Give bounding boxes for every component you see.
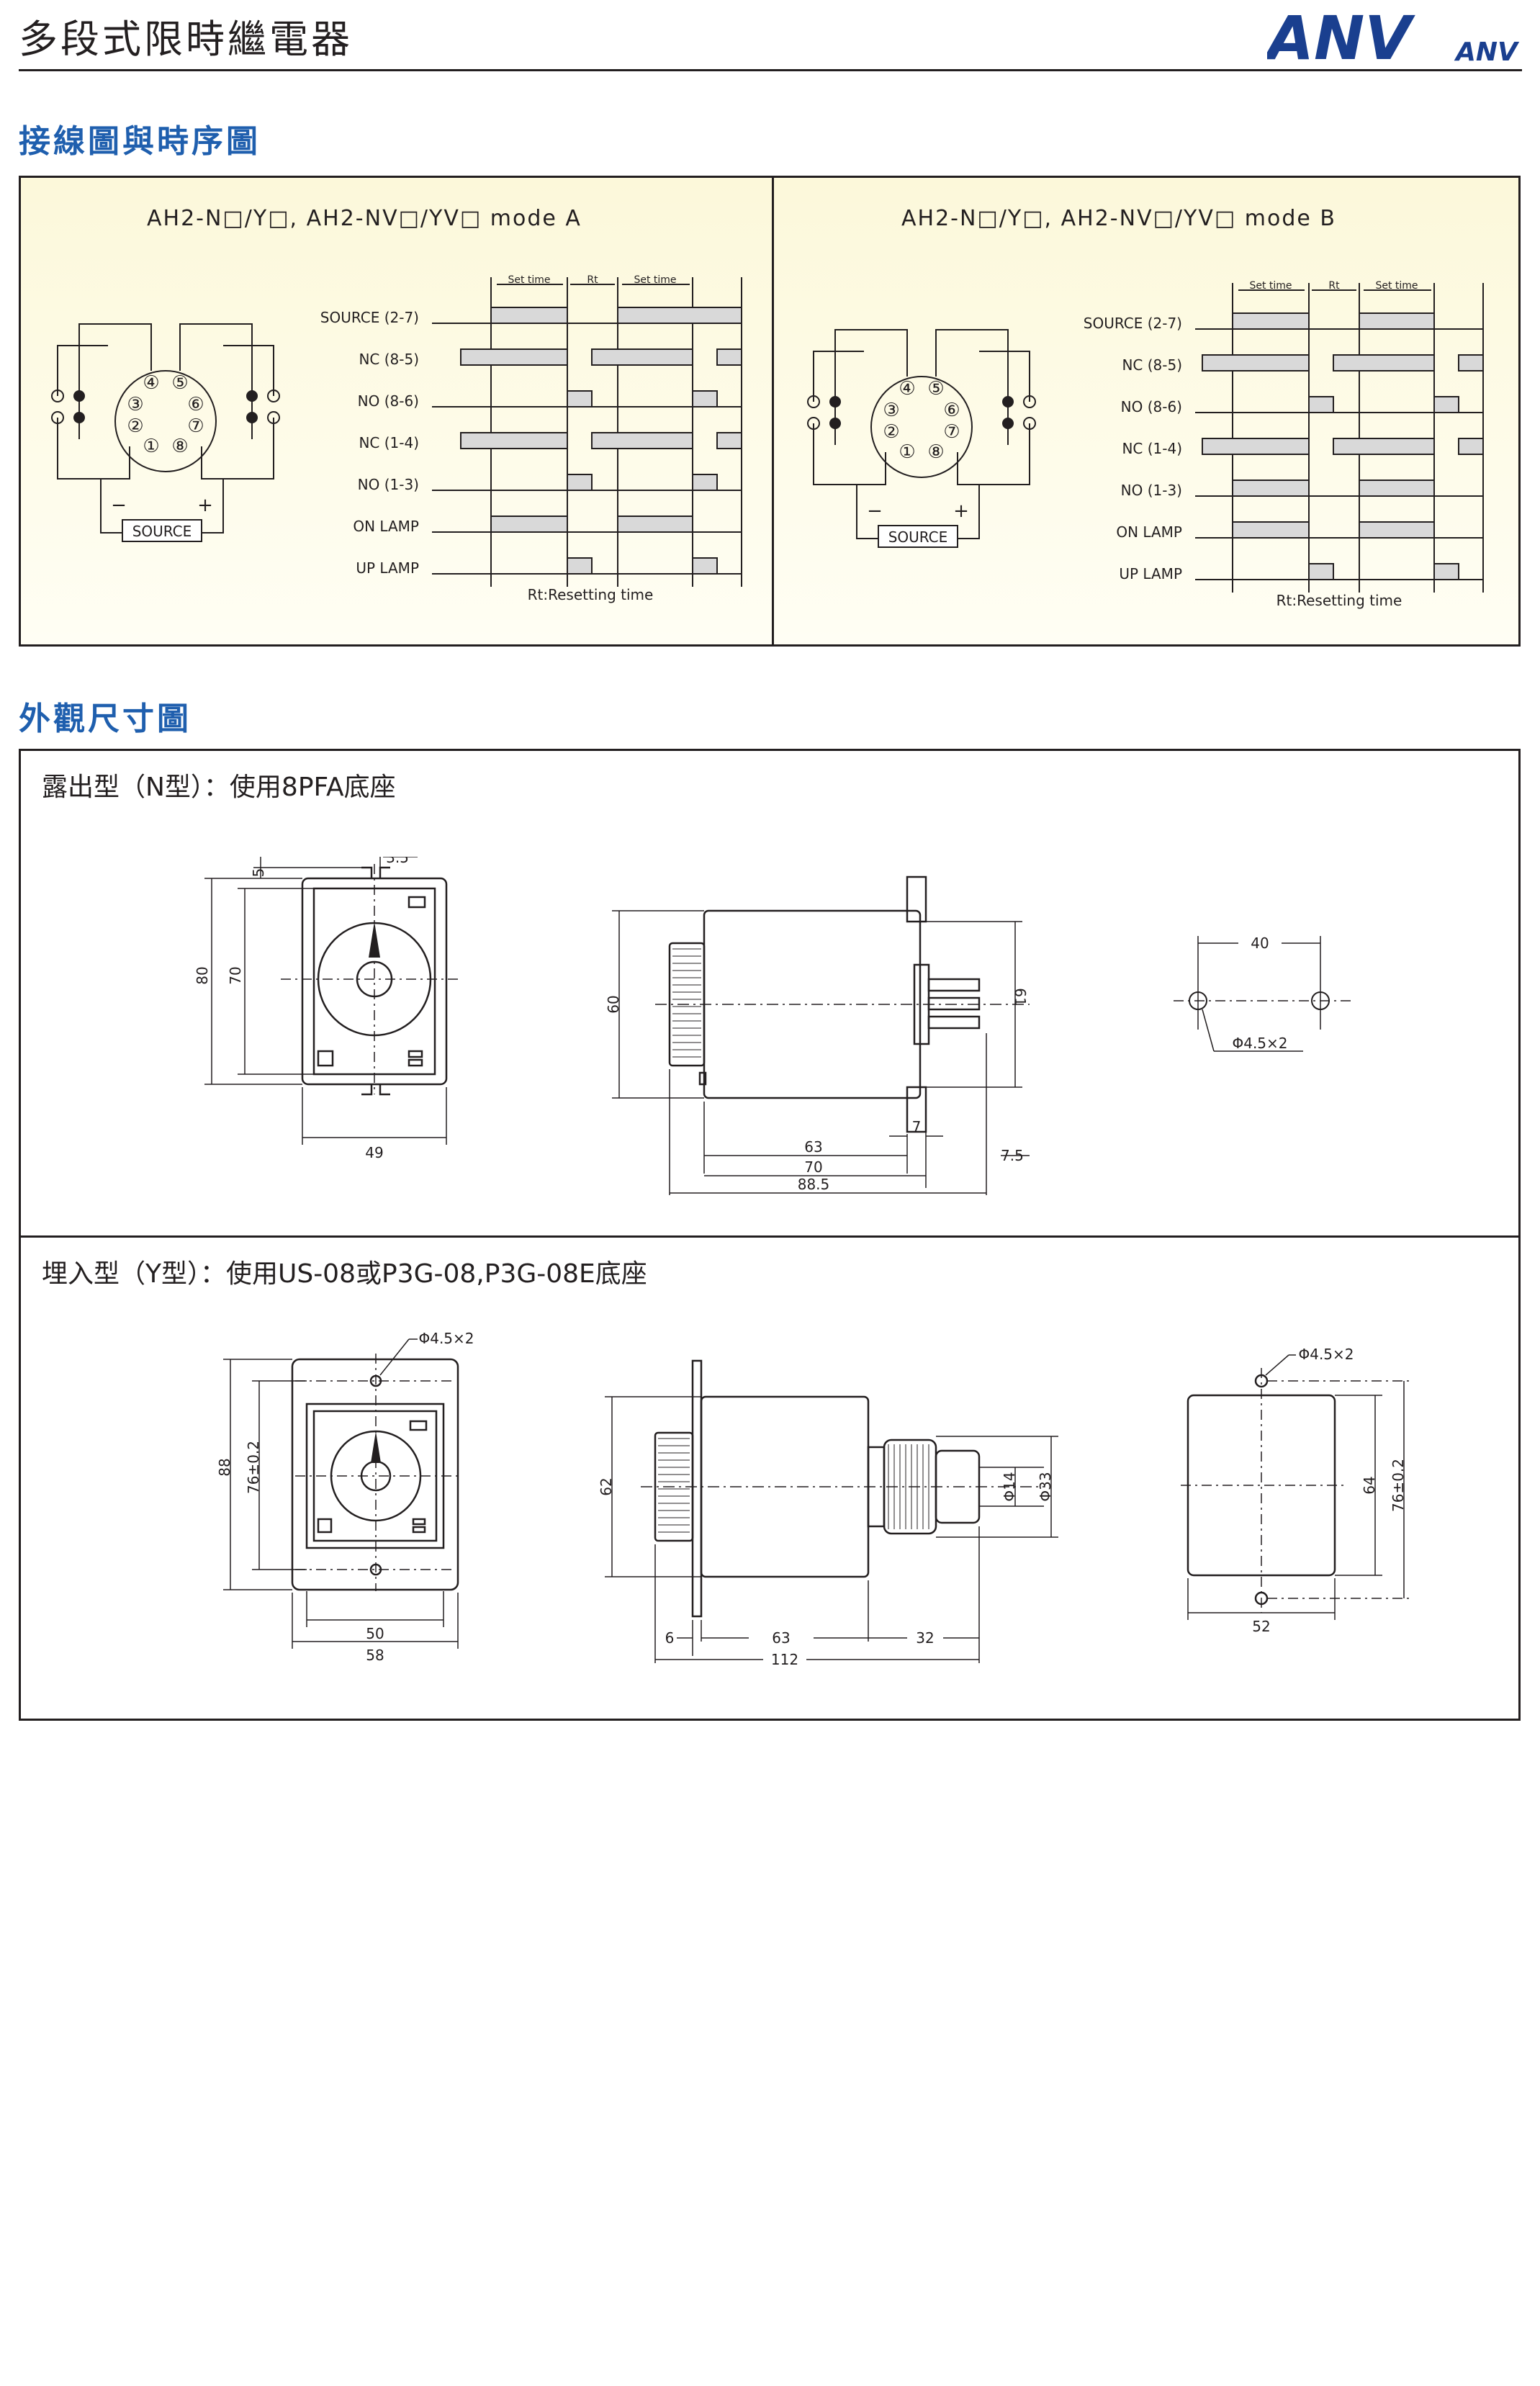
pin-1: ① bbox=[143, 436, 159, 457]
mode-b-title: AH2-N□/Y□, AH2-NV□/YV□ mode B bbox=[901, 206, 1336, 231]
set-time-label-1: Set time bbox=[1249, 280, 1292, 292]
signal-label: UP LAMP bbox=[1119, 565, 1182, 582]
dim-50: 50 bbox=[366, 1625, 384, 1642]
signal-label: NO (1-3) bbox=[358, 476, 419, 493]
dim-76: 76±0.2 bbox=[1390, 1459, 1407, 1512]
dim-7-5: 7.5 bbox=[1001, 1147, 1024, 1164]
resetting-note: Rt:Resetting time bbox=[1276, 592, 1402, 609]
pin-7: ⑦ bbox=[187, 415, 204, 437]
rt-label: Rt bbox=[587, 274, 598, 286]
anv-logo: ANV ANV bbox=[1267, 9, 1520, 66]
signal-label: NC (1-4) bbox=[359, 434, 419, 451]
plus-sign: + bbox=[953, 500, 969, 522]
pin-7: ⑦ bbox=[943, 421, 960, 443]
y-front-view: Φ4.5×2 88 76±0.2 50 58 bbox=[216, 1330, 474, 1664]
dim-40: 40 bbox=[1251, 935, 1269, 952]
section-title-dimensions: 外觀尺寸圖 bbox=[19, 701, 192, 737]
n-side-view: 60 61 63 70 88.5 7 7.5 bbox=[605, 875, 1030, 1195]
dim-5: 5 bbox=[250, 868, 267, 878]
signal-label: SOURCE (2-7) bbox=[320, 309, 419, 326]
source-label: SOURCE bbox=[888, 528, 948, 546]
dim-6: 6 bbox=[665, 1629, 675, 1647]
n-mount-holes: 40 Φ4.5×2 bbox=[1174, 935, 1354, 1052]
wiring-divider bbox=[772, 176, 774, 647]
dim-52: 52 bbox=[1252, 1618, 1270, 1635]
source-label: SOURCE bbox=[132, 523, 192, 540]
signal-label: UP LAMP bbox=[356, 559, 419, 577]
pin-5: ⑤ bbox=[927, 378, 944, 400]
signal-label: ON LAMP bbox=[353, 518, 419, 535]
plus-sign: + bbox=[197, 495, 213, 516]
signal-label: ON LAMP bbox=[1116, 523, 1182, 541]
signal-label: NO (1-3) bbox=[1121, 482, 1182, 499]
signal-label: NC (8-5) bbox=[359, 351, 419, 368]
pin-6: ⑥ bbox=[187, 394, 204, 415]
pin-8: ⑧ bbox=[927, 441, 944, 463]
hole-dia: Φ4.5×2 bbox=[1298, 1346, 1354, 1363]
pin-5: ⑤ bbox=[171, 372, 188, 394]
rt-label: Rt bbox=[1328, 280, 1340, 292]
dim-63: 63 bbox=[804, 1138, 822, 1156]
mode-a-timing-chart: Set time Rt Set time SOURCE (2-7) NC (8-… bbox=[320, 274, 742, 603]
pin-4: ④ bbox=[899, 378, 915, 400]
pin-2: ② bbox=[883, 421, 899, 443]
dim-76: 76±0.2 bbox=[245, 1441, 262, 1494]
header-rule bbox=[19, 69, 1522, 71]
wiring-panel bbox=[19, 176, 1521, 647]
y-type-title: 埋入型（Y型）：使用US-08或P3G-08,P3G-08E底座 bbox=[42, 1259, 647, 1289]
hole-dia: Φ4.5×2 bbox=[418, 1330, 474, 1347]
dim-58: 58 bbox=[366, 1647, 384, 1664]
dim-64: 64 bbox=[1361, 1476, 1378, 1494]
signal-label: SOURCE (2-7) bbox=[1084, 315, 1182, 332]
mode-b-wiring-diagram: ④ ⑤ ③ ⑥ ② ⑦ ① ⑧ − + SOURCE bbox=[807, 329, 1036, 548]
pin-6: ⑥ bbox=[943, 400, 960, 421]
dim-phi-14: Φ14 bbox=[1001, 1472, 1018, 1501]
dim-phi-33: Φ33 bbox=[1037, 1472, 1054, 1501]
pin-2: ② bbox=[127, 415, 143, 437]
dim-32: 32 bbox=[916, 1629, 934, 1647]
mode-a-title: AH2-N□/Y□, AH2-NV□/YV□ mode A bbox=[147, 206, 582, 231]
y-panel-cutout: Φ4.5×2 64 76±0.2 52 bbox=[1181, 1346, 1411, 1635]
dim-88-5: 88.5 bbox=[798, 1176, 830, 1193]
pin-8: ⑧ bbox=[171, 436, 188, 457]
dim-61: 61 bbox=[1012, 988, 1029, 1006]
pin-4: ④ bbox=[143, 372, 159, 394]
dim-3-5: 3.5 bbox=[386, 857, 409, 866]
dim-62: 62 bbox=[598, 1477, 615, 1495]
minus-sign: − bbox=[111, 495, 127, 516]
dim-60: 60 bbox=[605, 995, 622, 1013]
dim-88: 88 bbox=[216, 1458, 233, 1476]
page-title: 多段式限時繼電器 bbox=[19, 17, 353, 62]
signal-label: NC (8-5) bbox=[1122, 356, 1182, 374]
pin-3: ③ bbox=[127, 394, 143, 415]
y-side-view: 62 Φ14 Φ33 6 63 32 112 bbox=[598, 1359, 1058, 1668]
dim-80: 80 bbox=[194, 966, 211, 984]
n-type-title: 露出型（N型）：使用8PFA底座 bbox=[42, 773, 396, 802]
mode-a-wiring-diagram: ④ ⑤ ③ ⑥ ② ⑦ ① ⑧ − + SOURCE bbox=[51, 323, 280, 542]
pin-3: ③ bbox=[883, 400, 899, 421]
hole-dia: Φ4.5×2 bbox=[1232, 1035, 1287, 1052]
section-title-wiring: 接線圖與時序圖 bbox=[19, 123, 261, 160]
dim-7: 7 bbox=[912, 1118, 922, 1135]
signal-label: NO (8-6) bbox=[1121, 398, 1182, 415]
dim-63: 63 bbox=[772, 1629, 790, 1647]
set-time-label-1: Set time bbox=[508, 274, 550, 286]
minus-sign: − bbox=[867, 500, 883, 522]
set-time-label-2: Set time bbox=[634, 274, 676, 286]
signal-label: NC (1-4) bbox=[1122, 440, 1182, 457]
mode-b-timing-chart: Set time Rt Set time SOURCE (2-7) NC (8-… bbox=[1084, 280, 1484, 609]
pin-1: ① bbox=[899, 441, 915, 463]
dim-70: 70 bbox=[804, 1158, 822, 1176]
logo-main-text: ANV bbox=[1267, 9, 1415, 66]
signal-label: NO (8-6) bbox=[358, 392, 419, 410]
n-front-view-drawing: 3.5 5 80 70 49 bbox=[194, 857, 468, 1174]
dim-49: 49 bbox=[365, 1144, 383, 1161]
set-time-label-2: Set time bbox=[1375, 280, 1418, 292]
resetting-note: Rt:Resetting time bbox=[528, 586, 654, 603]
logo-small-text: ANV bbox=[1454, 37, 1520, 66]
dim-112: 112 bbox=[771, 1651, 798, 1668]
dim-70: 70 bbox=[227, 966, 244, 984]
dimensions-divider bbox=[19, 1235, 1521, 1238]
